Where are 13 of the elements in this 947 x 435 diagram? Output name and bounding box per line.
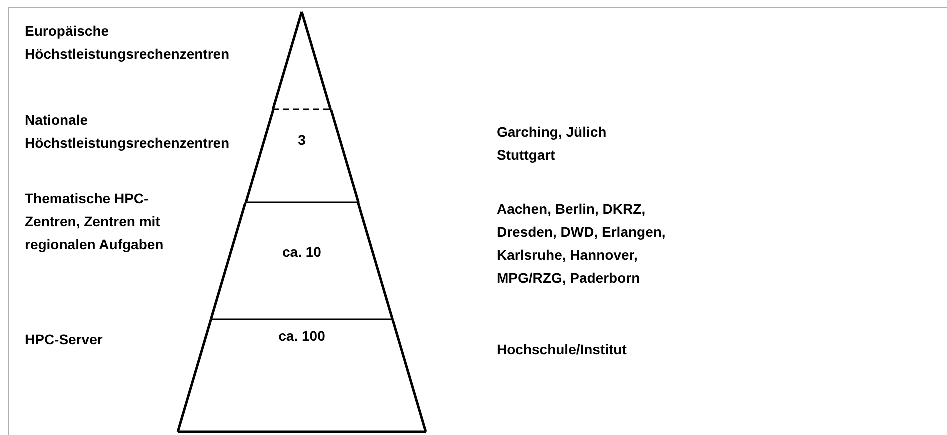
tier-sites-label: Garching, Jülich Stuttgart — [497, 123, 608, 165]
pyramid-tier — [177, 319, 427, 433]
tier-category-label: Europäische Höchstleistungsrechenzentren — [25, 22, 231, 64]
tier-sites-label: Hochschule/Institut — [497, 340, 628, 360]
pyramid-tier — [244, 109, 360, 204]
tier-count: ca. 100 — [278, 328, 326, 344]
tier-category-label: Thematische HPC-Zentren, Zentren mit regionalen Aufgaben — [25, 190, 165, 254]
tier-count: 3 — [298, 132, 306, 148]
tier-sites-label: Aachen, Berlin, DKRZ, Dresden, DWD, Erlangen, Karlsruhe, Hannover, MPG/RZG, Paderborn — [497, 200, 667, 288]
tier-count: ca. 10 — [282, 244, 322, 260]
tier-category-label: Nationale Höchstleistungsrechenzentren — [25, 111, 231, 153]
pyramid-apex — [272, 11, 332, 111]
tier-category-label: HPC-Server — [25, 330, 104, 350]
